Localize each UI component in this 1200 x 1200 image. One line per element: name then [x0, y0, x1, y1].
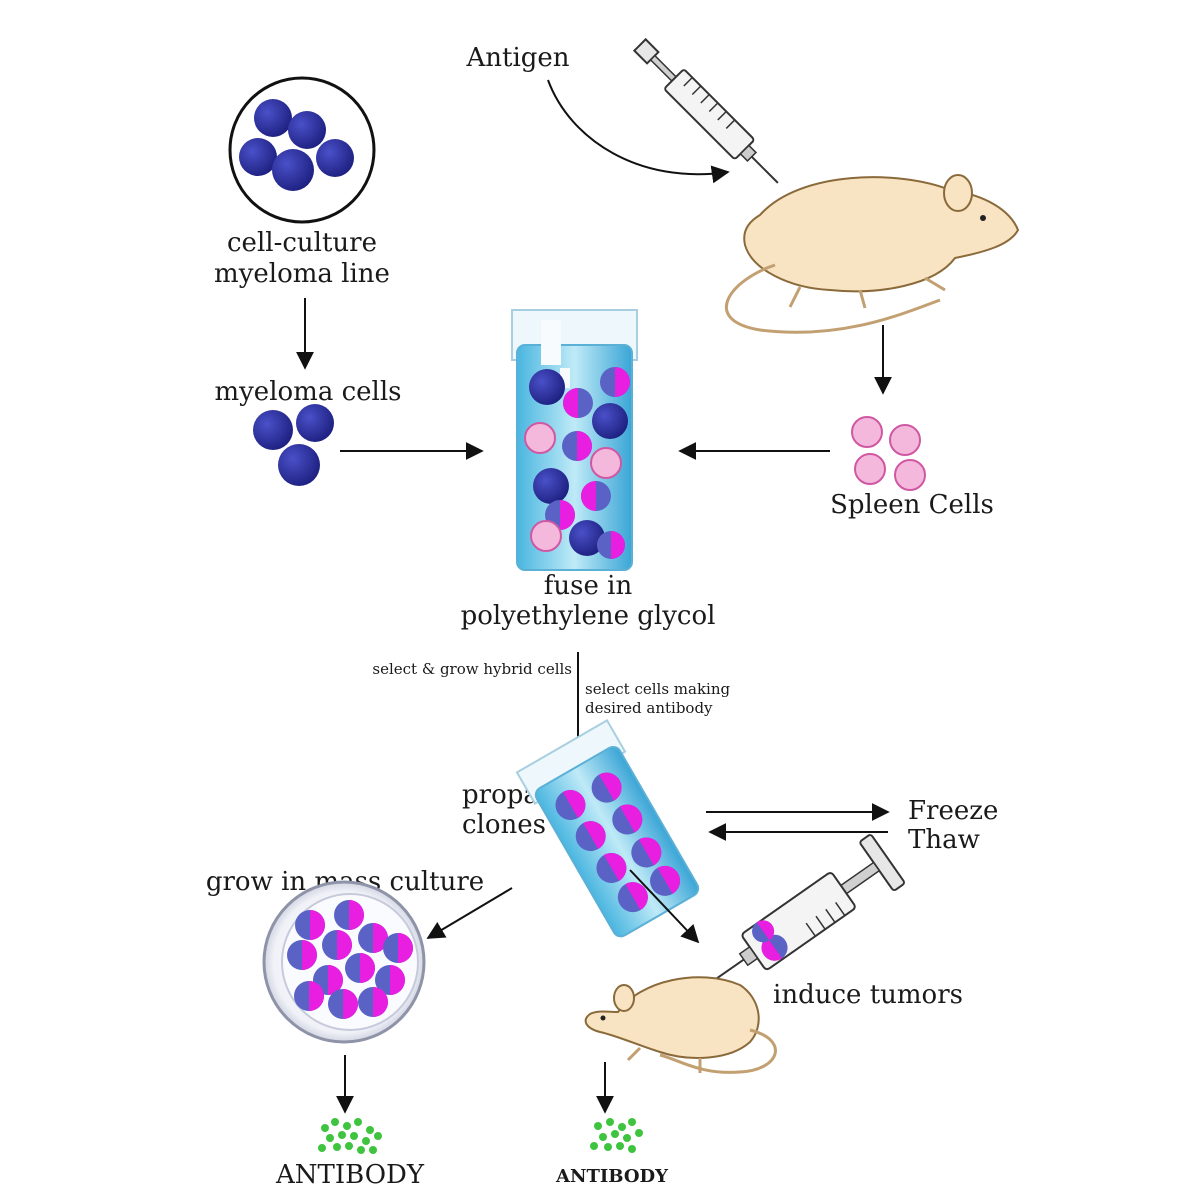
petri-dish-icon — [262, 880, 426, 1044]
select-antibody-label-1: select cells making — [585, 680, 730, 698]
arrow-to-mass-culture — [426, 887, 513, 939]
induce-tumors-label: induce tumors — [773, 980, 963, 1010]
antibody-dots-icon — [318, 1118, 382, 1154]
myeloma-cells-icon — [253, 404, 334, 486]
cell-culture-dish — [228, 76, 376, 224]
fuse-label-1: fuse in — [544, 571, 633, 601]
antibody-label-right: ANTIBODY — [555, 1166, 669, 1187]
select-hybrid-label: select & grow hybrid cells — [372, 660, 572, 678]
cell-culture-label-1: cell-culture — [227, 228, 377, 258]
antibody-label-left: ANTIBODY — [275, 1160, 425, 1190]
thaw-label: Thaw — [908, 825, 980, 855]
mouse-icon — [584, 976, 777, 1074]
freeze-label: Freeze — [908, 796, 998, 826]
syringe-icon — [632, 37, 779, 184]
syringe-icon — [714, 834, 905, 981]
arrow-antigen — [547, 79, 730, 184]
myeloma-cells-label: myeloma cells — [214, 377, 401, 407]
clone-tube-icon — [515, 719, 700, 938]
propagate-label-2: clones — [462, 810, 546, 840]
antigen-label: Antigen — [465, 43, 569, 73]
antibody-dots-icon — [590, 1118, 643, 1153]
test-tube-icon — [511, 309, 638, 571]
spleen-cells-icon — [851, 416, 926, 491]
mouse-icon — [724, 174, 1020, 334]
cell-culture-label-2: myeloma line — [214, 259, 390, 289]
fuse-label-2: polyethylene glycol — [461, 601, 716, 631]
arrow-to-mouse — [629, 869, 700, 944]
select-antibody-label-2: desired antibody — [585, 699, 713, 717]
spleen-cells-label: Spleen Cells — [830, 490, 994, 520]
